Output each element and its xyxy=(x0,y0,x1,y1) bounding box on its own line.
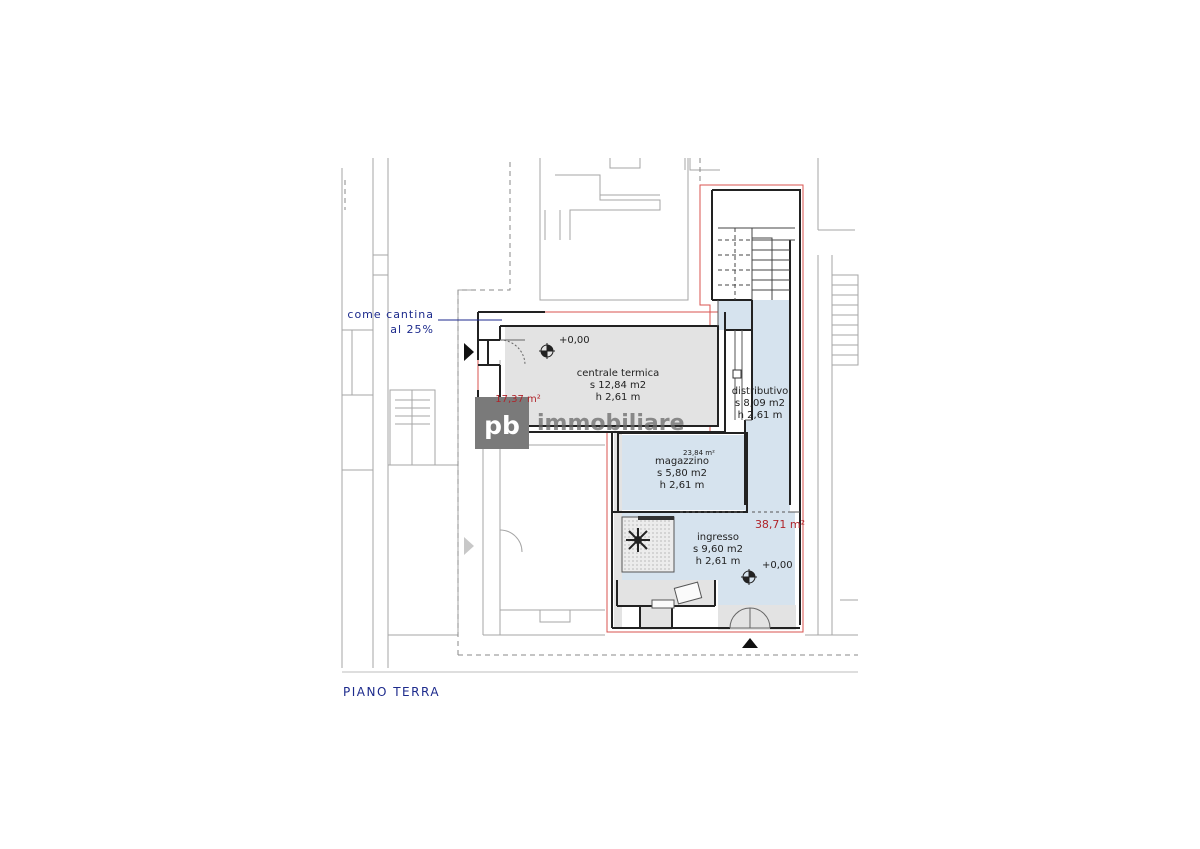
centrale-surface: s 12,84 m2 xyxy=(590,380,646,391)
bed-furniture xyxy=(621,516,703,609)
distributivo-surface: s 8,09 m2 xyxy=(735,398,785,409)
dashed-boundaries xyxy=(344,158,858,656)
watermark: pb immobiliare xyxy=(475,397,685,449)
walls xyxy=(477,189,801,629)
magazzino-height: h 2,61 m xyxy=(660,480,705,491)
centrale-level: +0,00 xyxy=(559,335,590,346)
centrale-height: h 2,61 m xyxy=(596,392,641,403)
entrance-arrow-left-secondary xyxy=(464,537,474,555)
level-marker-centrale xyxy=(539,343,555,359)
magazzino-surface: s 5,80 m2 xyxy=(657,468,707,479)
magazzino-name: magazzino xyxy=(655,456,709,467)
stairs xyxy=(718,227,795,300)
level-marker-ingresso xyxy=(741,569,757,585)
note-line2: al 25% xyxy=(390,323,434,336)
ingresso-name: ingresso xyxy=(697,532,739,543)
centrale-name: centrale termica xyxy=(577,368,659,379)
floor-label: PIANO TERRA xyxy=(343,685,440,699)
note-line1: come cantina xyxy=(347,308,434,321)
area-right-block: 38,71 m² xyxy=(755,518,805,531)
area-left-block: 17,37 m² xyxy=(495,394,541,405)
distributivo-height: h 2,61 m xyxy=(738,410,783,421)
context-lines xyxy=(341,158,859,668)
ingresso-height: h 2,61 m xyxy=(696,556,741,567)
distributivo-name: distributivo xyxy=(732,386,789,397)
area-small: 23,84 m² xyxy=(683,449,715,457)
doors xyxy=(499,339,771,629)
ingresso-surface: s 9,60 m2 xyxy=(693,544,743,555)
watermark-logo: pb xyxy=(484,411,520,440)
entrance-arrow-left xyxy=(464,343,474,361)
watermark-text: immobiliare xyxy=(537,411,685,436)
column-marker xyxy=(732,369,742,379)
ingresso-level: +0,00 xyxy=(762,560,793,571)
entrance-arrow-bottom xyxy=(742,638,758,648)
